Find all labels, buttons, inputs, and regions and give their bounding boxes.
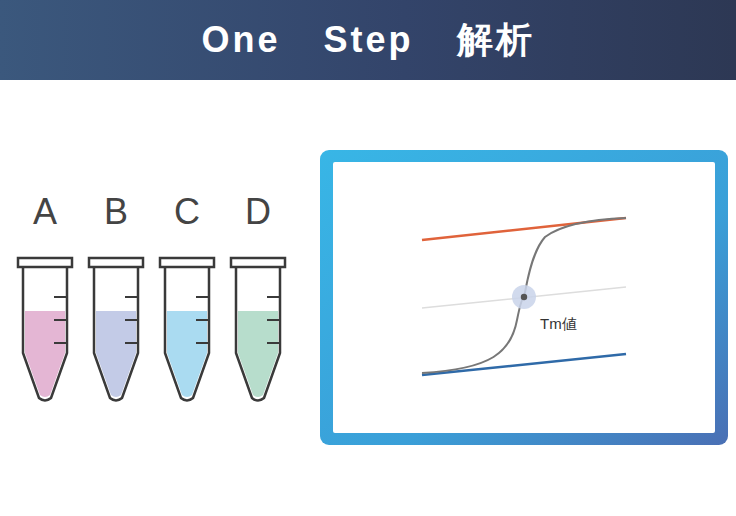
lower-baseline bbox=[422, 354, 626, 375]
tube-drawing bbox=[151, 255, 223, 405]
tube-drawing bbox=[222, 255, 294, 405]
tube-label: D bbox=[222, 190, 294, 234]
tube-drawing bbox=[80, 255, 152, 405]
tube-cap bbox=[18, 258, 72, 267]
graduation-mark bbox=[267, 342, 280, 344]
chart-panel: Tm値 bbox=[320, 150, 728, 445]
graduation-mark bbox=[54, 296, 67, 298]
graduation-mark bbox=[125, 342, 138, 344]
graduation-mark bbox=[125, 296, 138, 298]
sample-tube: A bbox=[9, 190, 81, 405]
tube-body bbox=[23, 267, 67, 401]
tube-cap bbox=[231, 258, 285, 267]
melt-curve bbox=[422, 218, 626, 373]
tube-liquid bbox=[25, 311, 65, 397]
tube-drawing bbox=[9, 255, 81, 405]
sample-tube: D bbox=[222, 190, 294, 405]
tube-liquid bbox=[167, 311, 207, 397]
panel-frame bbox=[320, 150, 728, 445]
tube-liquid bbox=[238, 311, 278, 397]
graduation-mark bbox=[196, 319, 209, 321]
sample-tube: B bbox=[80, 190, 152, 405]
tube-body bbox=[94, 267, 138, 401]
graduation-mark bbox=[54, 319, 67, 321]
tube-label: A bbox=[9, 190, 81, 234]
tm-dot bbox=[521, 294, 527, 300]
tube-body bbox=[236, 267, 280, 401]
tm-halo bbox=[512, 285, 536, 309]
tube-label: C bbox=[151, 190, 223, 234]
graduation-mark bbox=[54, 342, 67, 344]
tm-label: Tm値 bbox=[540, 315, 577, 333]
tube-cap bbox=[160, 258, 214, 267]
tube-body bbox=[165, 267, 209, 401]
sample-tube: C bbox=[151, 190, 223, 405]
tube-liquid bbox=[96, 311, 136, 397]
tube-cap bbox=[89, 258, 143, 267]
graduation-mark bbox=[125, 319, 138, 321]
graduation-mark bbox=[196, 296, 209, 298]
graduation-mark bbox=[196, 342, 209, 344]
tube-label: B bbox=[80, 190, 152, 234]
graduation-mark bbox=[267, 296, 280, 298]
page-title: One Step 解析 bbox=[0, 0, 736, 80]
panel-ground bbox=[333, 162, 715, 433]
graduation-mark bbox=[267, 319, 280, 321]
